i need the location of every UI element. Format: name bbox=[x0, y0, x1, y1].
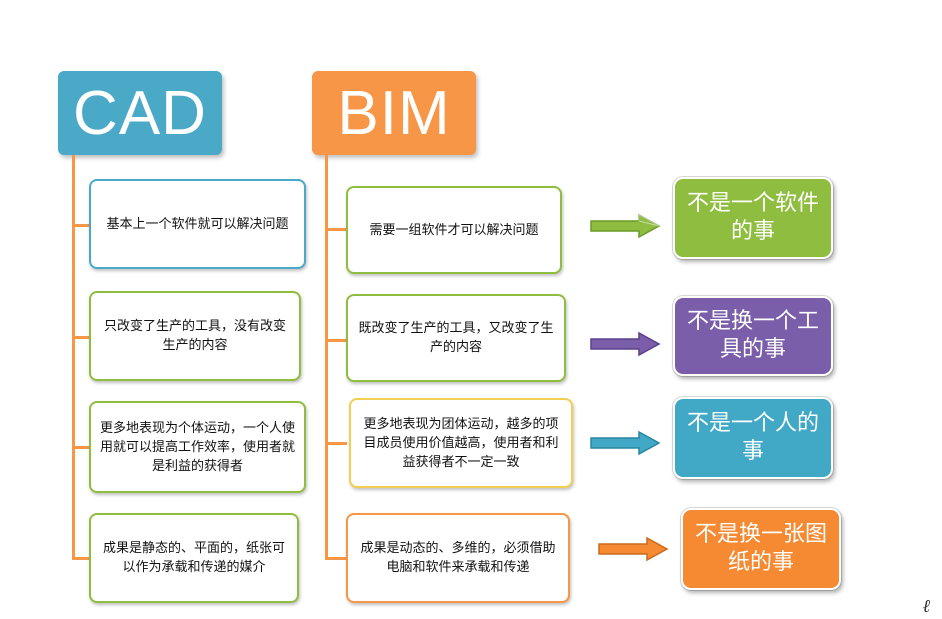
arrow-right-icon bbox=[590, 213, 661, 239]
cad-item-4: 成果是静态的、平面的，纸张可以作为承载和传递的媒介 bbox=[89, 513, 299, 603]
bim-item-2: 既改变了生产的工具，又改变了生产的内容 bbox=[346, 294, 566, 382]
corner-mark: ℓ bbox=[922, 596, 931, 616]
result-4: 不是换一张图纸的事 bbox=[680, 507, 842, 591]
cad-connector-1 bbox=[72, 224, 90, 227]
arrow-right-icon bbox=[590, 430, 661, 456]
result-2: 不是换一个工具的事 bbox=[672, 295, 834, 377]
arrow-right-icon bbox=[598, 536, 669, 562]
cad-connector-2 bbox=[72, 336, 90, 339]
result-3: 不是一个人的事 bbox=[672, 396, 834, 480]
bim-item-1: 需要一组软件才可以解决问题 bbox=[346, 186, 562, 274]
bim-connector-2 bbox=[325, 339, 347, 342]
cad-item-3: 更多地表现为个体运动，一个人使用就可以提高工作效率，使用者就是利益的获得者 bbox=[89, 401, 306, 493]
cad-item-1: 基本上一个软件就可以解决问题 bbox=[89, 179, 306, 269]
cad-connector-4 bbox=[72, 557, 90, 560]
cad-header: CAD bbox=[58, 71, 222, 155]
bim-connector-3 bbox=[325, 442, 347, 445]
bim-header: BIM bbox=[312, 71, 476, 155]
cad-connector-3 bbox=[72, 446, 90, 449]
cad-item-2: 只改变了生产的工具，没有改变生产的内容 bbox=[89, 291, 301, 381]
cad-connector-vertical bbox=[72, 155, 75, 560]
bim-connector-vertical bbox=[325, 155, 328, 560]
result-1: 不是一个软件的事 bbox=[672, 176, 834, 260]
arrow-right-icon bbox=[590, 331, 661, 357]
bim-item-3: 更多地表现为团体运动，越多的项目成员使用价值越高，使用者和利益获得者不一定一致 bbox=[349, 398, 573, 488]
bim-connector-1 bbox=[325, 228, 347, 231]
bim-connector-4 bbox=[325, 557, 347, 560]
bim-item-4: 成果是动态的、多维的，必须借助电脑和软件来承载和传递 bbox=[346, 513, 570, 603]
